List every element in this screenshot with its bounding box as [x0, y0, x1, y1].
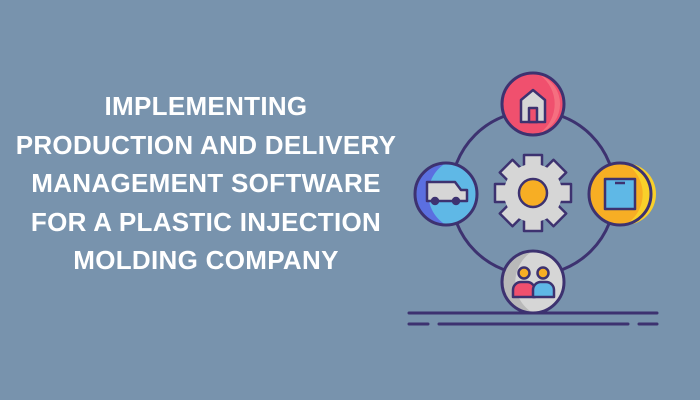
headline-line: PRODUCTION AND DELIVERY — [15, 129, 397, 160]
headline: IMPLEMENTING PRODUCTION AND DELIVERY MAN… — [0, 87, 412, 280]
box-icon — [603, 177, 637, 211]
box-node — [587, 161, 656, 227]
house-icon — [519, 88, 547, 124]
truck-node — [413, 161, 479, 227]
gear-icon — [493, 153, 573, 233]
headline-line: MANAGEMENT SOFTWARE — [31, 168, 381, 198]
people-icon — [511, 266, 556, 299]
people-node — [500, 249, 566, 315]
headline-line: IMPLEMENTING — [104, 91, 308, 121]
house-node — [500, 71, 566, 137]
truck-icon — [425, 180, 469, 206]
headline-line: MOLDING COMPANY — [73, 245, 339, 275]
headline-line: FOR A PLASTIC INJECTION — [30, 206, 382, 237]
